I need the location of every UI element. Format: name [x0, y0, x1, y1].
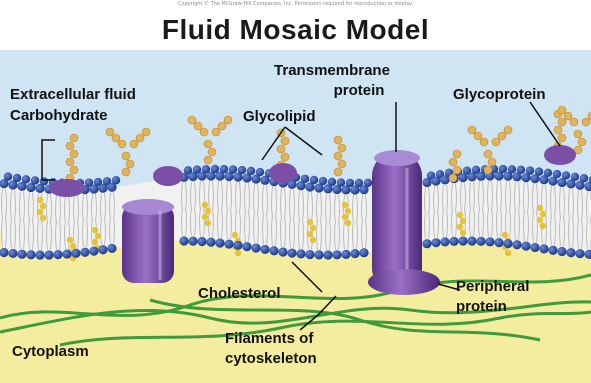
label-peripheral-2: protein: [456, 298, 507, 315]
glycolipid-head: [269, 163, 297, 183]
label-peripheral-1: Peripheral: [456, 278, 529, 295]
label-cytoplasm: Cytoplasm: [12, 343, 89, 360]
peripheral-protein: [368, 269, 440, 295]
surface-protein-1: [49, 179, 85, 197]
label-cholesterol: Cholesterol: [198, 285, 281, 302]
label-filaments-2: cytoskeleton: [225, 350, 317, 367]
label-transmembrane-1: Transmembrane: [274, 62, 390, 79]
label-extracellular-fluid: Extracellular fluid: [10, 86, 136, 103]
label-filaments-1: Filaments of: [225, 330, 314, 347]
label-transmembrane-2: protein: [334, 82, 385, 99]
glycoprotein: [544, 145, 576, 165]
label-glycolipid: Glycolipid: [243, 108, 316, 125]
label-carbohydrate: Carbohydrate: [10, 107, 108, 124]
surface-protein-2: [153, 166, 183, 186]
transmembrane-protein-left: [122, 199, 174, 283]
label-glycoprotein: Glycoprotein: [453, 86, 546, 103]
